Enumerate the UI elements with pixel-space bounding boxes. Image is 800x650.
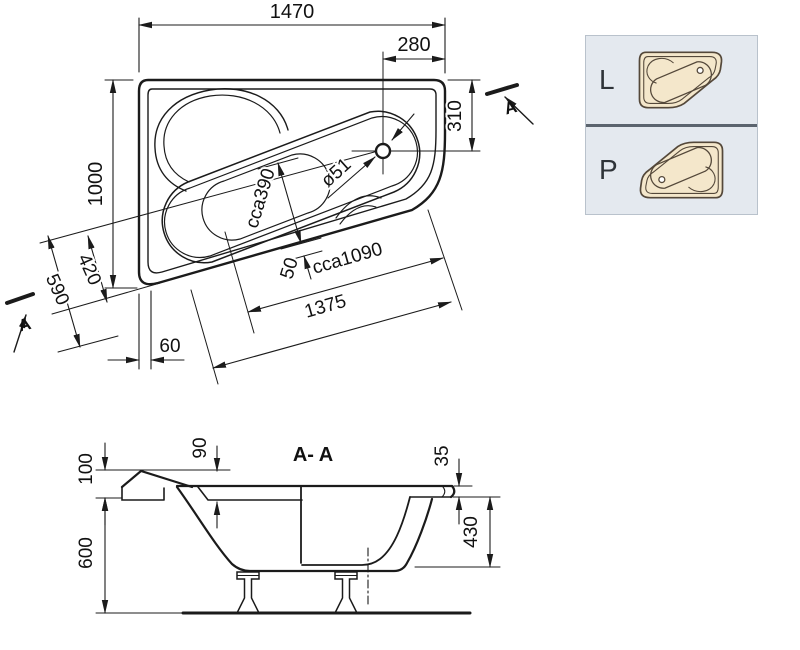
section-rim-peak	[120, 469, 194, 489]
legend-divider	[586, 123, 757, 127]
legend-label-left: L	[599, 63, 615, 95]
dim-rim-thickness: 35	[432, 445, 453, 466]
section-marker-top: A	[502, 97, 519, 119]
dim-overall-depth: 1000	[85, 162, 107, 207]
legend-row-left: L	[586, 36, 757, 124]
seat-edge	[335, 195, 382, 219]
section-basin-inner	[301, 496, 411, 566]
dim-basin-length: cca1090	[310, 239, 385, 279]
dim-diag-outer: 590	[41, 271, 73, 309]
foot-left	[235, 571, 261, 614]
section-cut-markers	[5, 83, 534, 353]
section-title: A- A	[293, 444, 333, 466]
dim-seat-gap: 50	[277, 255, 303, 281]
dim-ledge-depth: 90	[190, 437, 211, 458]
dim-inner-depth: 430	[461, 516, 482, 548]
legend-row-right: P	[586, 127, 757, 215]
section-left-slab	[121, 486, 165, 501]
tub-right-icon	[639, 141, 724, 199]
orientation-legend: L P	[585, 35, 758, 215]
section-rim-bullnose	[449, 484, 456, 499]
section-shell	[175, 485, 434, 573]
basin-outer	[161, 110, 421, 264]
headrest-inner	[163, 94, 281, 183]
dim-basin-width: cca390	[242, 166, 280, 231]
dim-rim-height: 100	[76, 453, 97, 485]
dim-overall-width: 1470	[270, 1, 315, 23]
tub-outline	[137, 78, 447, 286]
section-labels: A- A 100 600 90 35 430	[74, 435, 484, 570]
foot-right	[333, 571, 359, 614]
legend-label-right: P	[599, 154, 618, 186]
drain-dot	[658, 176, 666, 184]
section-dimension-lines	[95, 442, 501, 614]
basin-floor	[201, 153, 331, 241]
section-ledge	[197, 486, 303, 501]
headrest-outer	[154, 88, 289, 192]
drain-dot	[696, 66, 704, 74]
plan-view	[5, 17, 534, 385]
seat-edge-2	[339, 205, 377, 225]
dim-overall-height: 600	[76, 537, 97, 569]
basin-inner	[164, 115, 418, 259]
plan-dimension-lines	[47, 17, 481, 370]
dim-diag-inner: 420	[73, 251, 105, 289]
section-marker-bottom: A	[16, 314, 33, 336]
tub-rim-inner	[147, 88, 437, 274]
tub-left-icon	[638, 51, 723, 109]
dim-drain-depth: 310	[445, 100, 466, 132]
dim-drain-offset: 280	[397, 34, 430, 56]
section-rim-bullnose-inner	[441, 486, 446, 498]
drain-hole	[374, 142, 392, 160]
section-view	[95, 442, 501, 615]
dim-corner-offset: 60	[159, 336, 180, 357]
dim-drain-diameter: ø51	[317, 154, 355, 192]
